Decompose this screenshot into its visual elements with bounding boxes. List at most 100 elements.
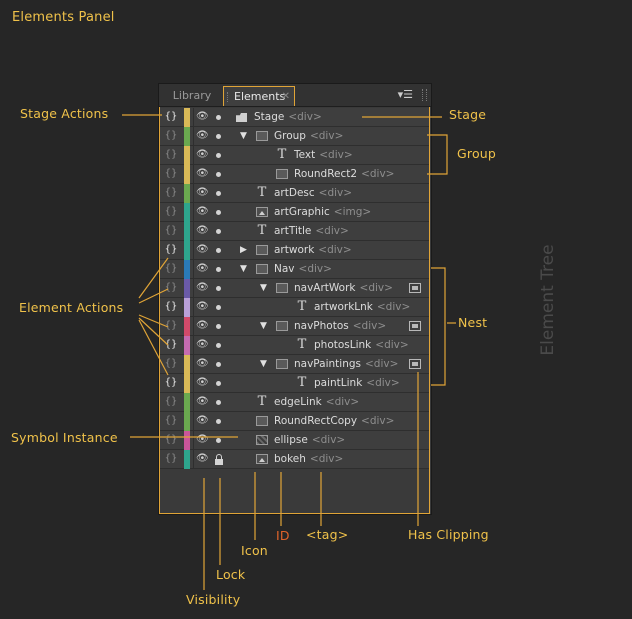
element-label[interactable]: artwork<div> [274,244,352,257]
element-id[interactable]: artDesc [274,187,315,199]
lock-toggle-dot[interactable] [216,286,221,291]
expand-triangle-icon[interactable]: ▼ [260,321,267,331]
element-row[interactable]: {}👁RoundRectCopy<div> [160,412,429,431]
element-row[interactable]: {} 👁 ▼ navPaintings<div> [160,355,429,374]
element-label[interactable]: artGraphic<img> [274,206,371,219]
eye-icon[interactable]: 👁 [196,187,209,198]
eye-icon[interactable]: 👁 [196,168,209,179]
lock-toggle-dot[interactable] [216,343,221,348]
actions-empty-icon[interactable]: {} [164,453,178,464]
expand-triangle-icon[interactable]: ▼ [260,359,267,369]
eye-icon[interactable]: 👁 [196,415,209,426]
element-id[interactable]: artGraphic [274,206,330,218]
actions-filled-icon[interactable]: {} [164,111,178,122]
element-id[interactable]: Text [294,149,316,161]
element-id[interactable]: paintLink [314,377,363,389]
eye-icon[interactable]: 👁 [196,244,209,255]
element-row[interactable]: {} 👁 artGraphic<img> [160,203,429,222]
lock-toggle-dot[interactable] [216,267,221,272]
element-label[interactable]: artDesc<div> [274,187,352,200]
eye-icon[interactable]: 👁 [196,111,209,122]
lock-toggle-dot[interactable] [216,438,221,443]
lock-toggle-dot[interactable] [216,362,221,367]
element-label[interactable]: Text<div> [294,149,353,162]
actions-filled-icon[interactable]: {} [164,244,178,255]
element-id[interactable]: Nav [274,263,295,275]
element-row[interactable]: {} 👁 ellipse<div> [160,431,429,450]
lock-toggle-dot[interactable] [216,134,221,139]
actions-empty-icon[interactable]: {} [164,358,178,369]
tab-library[interactable]: Library [172,89,212,102]
eye-icon[interactable]: 👁 [196,434,209,445]
element-label[interactable]: photosLink<div> [314,339,409,352]
expand-triangle-icon[interactable]: ▼ [260,283,267,293]
actions-empty-icon[interactable]: {} [164,282,178,293]
element-row[interactable]: {} 👁 ▼ navArtWork<div> [160,279,429,298]
element-id[interactable]: bokeh [274,453,306,465]
collapse-triangle-icon[interactable]: ▶ [240,245,247,255]
element-id[interactable]: RoundRect2 [294,168,358,180]
element-id[interactable]: photosLink [314,339,372,351]
element-label[interactable]: paintLink<div> [314,377,400,390]
eye-icon[interactable]: 👁 [196,339,209,350]
actions-empty-icon[interactable]: {} [164,225,178,236]
lock-toggle-dot[interactable] [216,324,221,329]
element-row[interactable]: {}👁bokeh<div> [160,450,429,469]
element-id[interactable]: navArtWork [294,282,356,294]
element-label[interactable]: Stage<div> [254,111,322,124]
element-label[interactable]: ellipse<div> [274,434,345,447]
lock-toggle-dot[interactable] [216,248,221,253]
element-row[interactable]: {}👁RoundRect2<div> [160,165,429,184]
eye-icon[interactable]: 👁 [196,206,209,217]
clipping-icon[interactable] [409,321,421,331]
lock-toggle-dot[interactable] [216,419,221,424]
lock-toggle-dot[interactable] [216,400,221,405]
eye-icon[interactable]: 👁 [196,149,209,160]
panel-menu-icon[interactable]: ▾☰ [397,88,413,101]
actions-filled-icon[interactable]: {} [164,301,178,312]
clipping-icon[interactable] [409,359,421,369]
eye-icon[interactable]: 👁 [196,225,209,236]
eye-icon[interactable]: 👁 [196,301,209,312]
element-id[interactable]: Group [274,130,306,142]
actions-empty-icon[interactable]: {} [164,168,178,179]
eye-icon[interactable]: 👁 [196,282,209,293]
element-row[interactable]: {}👁▼Group<div> [160,127,429,146]
element-id[interactable]: edgeLink [274,396,322,408]
element-label[interactable]: RoundRectCopy<div> [274,415,394,428]
actions-empty-icon[interactable]: {} [164,320,178,331]
element-label[interactable]: navPaintings<div> [294,358,398,371]
eye-icon[interactable]: 👁 [196,358,209,369]
element-label[interactable]: navArtWork<div> [294,282,393,295]
element-label[interactable]: artworkLnk<div> [314,301,410,314]
lock-toggle-dot[interactable] [216,172,221,177]
panel-grip-icon[interactable] [422,89,427,101]
element-label[interactable]: artTitle<div> [274,225,349,238]
element-id[interactable]: navPhotos [294,320,349,332]
element-label[interactable]: Nav<div> [274,263,332,276]
element-label[interactable]: Group<div> [274,130,343,143]
element-label[interactable]: navPhotos<div> [294,320,386,333]
clipping-icon[interactable] [409,283,421,293]
element-id[interactable]: Stage [254,111,285,123]
eye-icon[interactable]: 👁 [196,453,209,464]
lock-toggle-dot[interactable] [216,229,221,234]
element-row[interactable]: {} 👁 Stage<div> [160,108,429,127]
element-id[interactable]: ellipse [274,434,308,446]
actions-empty-icon[interactable]: {} [164,434,178,445]
lock-toggle-dot[interactable] [216,381,221,386]
close-icon[interactable]: ✕ [281,91,290,102]
actions-empty-icon[interactable]: {} [164,206,178,217]
element-id[interactable]: artTitle [274,225,312,237]
actions-filled-icon[interactable]: {} [164,339,178,350]
actions-empty-icon[interactable]: {} [164,187,178,198]
element-row[interactable]: {} 👁 ▶ artwork<div> [160,241,429,260]
eye-icon[interactable]: 👁 [196,263,209,274]
